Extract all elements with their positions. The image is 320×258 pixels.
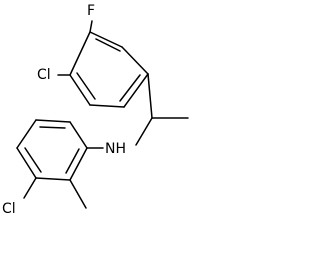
- bond-upper-ring-5: [69, 74, 91, 106]
- bond-upper-ring-1-inner: [95, 38, 121, 52]
- bond-upper-ring-1: [89, 31, 123, 48]
- bond-lower-ring-2: [35, 119, 71, 123]
- bond-c-cl-lower: [23, 177, 37, 199]
- bond-chiral-nh: [135, 117, 153, 146]
- atom-label-amine: NH: [105, 141, 126, 157]
- atom-label-fluorine: F: [87, 3, 95, 19]
- atom-labels: F Cl NH Cl: [2, 3, 126, 217]
- bond-ring-methyl: [69, 179, 87, 209]
- bond-upper-ring-5-inner: [76, 72, 96, 100]
- bond-lower-ring-3: [16, 119, 37, 149]
- bond-lower-ring-4-inner: [24, 147, 42, 173]
- molecule-structure: F Cl NH Cl: [2, 3, 189, 217]
- bond-lower-ring-1: [69, 121, 88, 149]
- bond-upper-ring-6: [69, 31, 91, 76]
- bond-lower-ring-2-inner: [39, 126, 66, 129]
- bond-lower-ring-6-inner: [65, 148, 80, 174]
- bond-c-f: [89, 20, 93, 33]
- bond-upper-ring-2: [121, 46, 149, 75]
- bond-upper-ring-4: [89, 104, 125, 108]
- bond-lower-ring-4: [16, 147, 37, 179]
- atom-label-chlorine-lower: Cl: [2, 201, 16, 217]
- bonds: [16, 20, 189, 209]
- bond-ring-chiral: [147, 73, 153, 119]
- bond-lower-ring-5: [35, 177, 71, 181]
- bond-upper-ring-3-inner: [119, 74, 141, 102]
- atom-label-chlorine-upper: Cl: [37, 67, 51, 83]
- bond-upper-ring-3: [123, 73, 149, 108]
- bond-lower-ring-6: [69, 147, 88, 181]
